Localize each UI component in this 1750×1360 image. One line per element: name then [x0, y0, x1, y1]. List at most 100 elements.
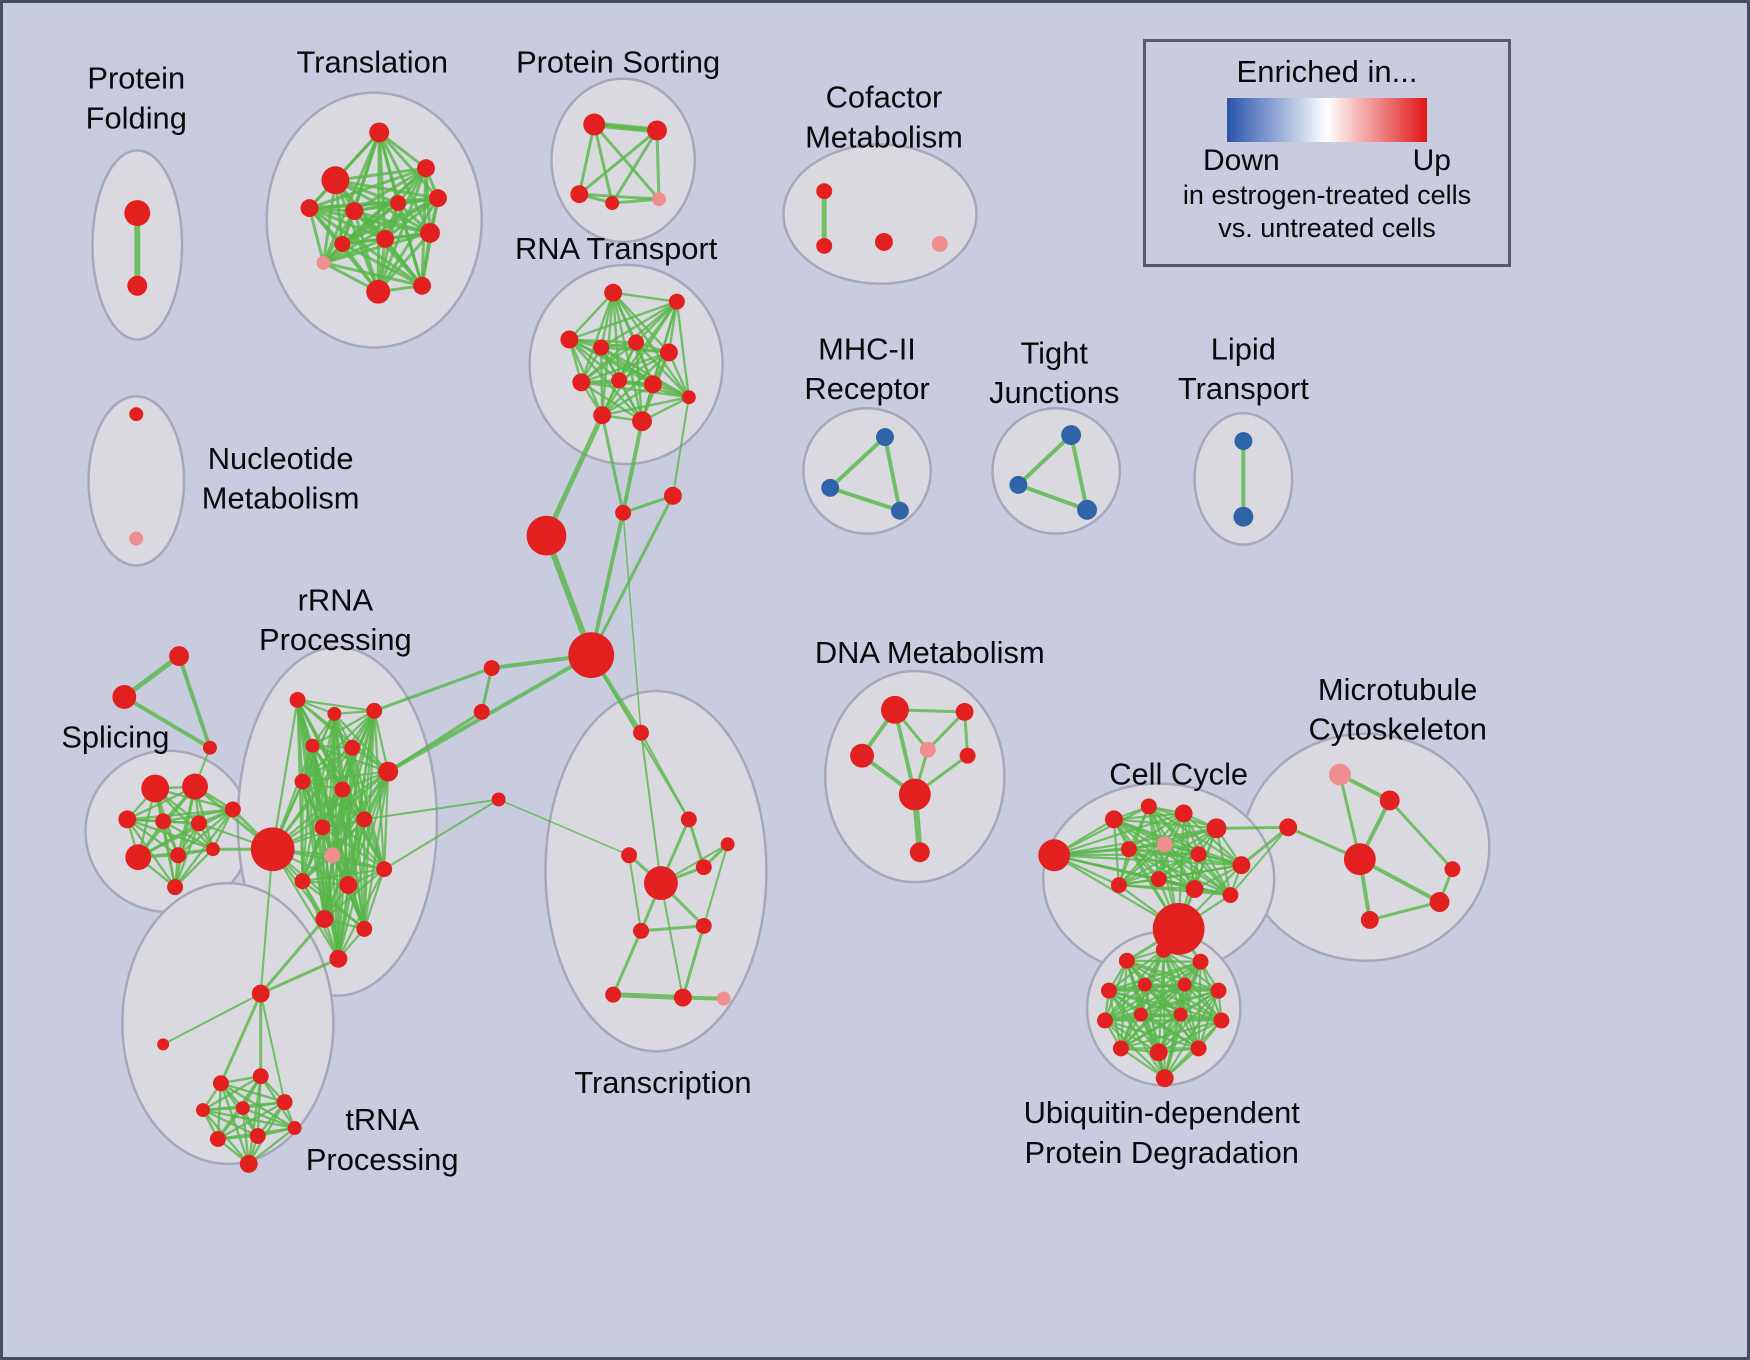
node-rt12	[681, 390, 696, 405]
node-cc9	[1232, 856, 1251, 875]
node-tx11	[716, 991, 731, 1006]
edge-tx9-tx10	[610, 992, 686, 1001]
cluster-label-transcription: Transcription	[574, 1065, 751, 1100]
edge-ub3-ub5	[1143, 960, 1202, 986]
node-rr13	[294, 873, 311, 890]
node-rr7	[294, 773, 311, 790]
edge-rt11-na	[621, 419, 645, 515]
node-t12	[316, 255, 331, 270]
edge-rr8-rr17	[341, 788, 366, 930]
node-ub8	[1097, 1012, 1113, 1029]
node-tn4	[235, 1101, 250, 1116]
edge-tn0-rr16	[259, 917, 326, 996]
legend-end-labels: Down Up	[1203, 144, 1451, 178]
node-cc3	[1140, 798, 1157, 815]
node-rr17	[356, 920, 373, 937]
edge-sp4-sp6	[161, 808, 235, 823]
node-ub10	[1173, 1007, 1188, 1022]
cluster-tight-junctions	[991, 406, 1122, 535]
cluster-mhc-ii-receptor	[802, 406, 932, 535]
edge-rt1-rt11	[611, 291, 644, 423]
edge-ps1-ps5	[592, 122, 661, 201]
edge-cc13-mc3	[1229, 826, 1290, 897]
node-mc7	[1444, 861, 1461, 878]
node-cc5	[1206, 818, 1227, 839]
node-nd	[483, 660, 500, 677]
edge-rr3-rr6	[373, 709, 390, 773]
edge-sp6-sp10	[173, 808, 235, 889]
edge-cc9-cc11	[1157, 864, 1243, 881]
edge-mh1-mh3	[882, 435, 902, 513]
node-sp6	[224, 801, 241, 818]
node-tx5	[695, 859, 712, 876]
edge-cc9-mc3	[1239, 825, 1290, 867]
node-ub3	[1192, 953, 1209, 970]
node-cf4	[931, 235, 948, 252]
node-t6	[390, 195, 407, 212]
edge-rr15-rr17	[363, 868, 386, 930]
edge-tn5-tn6	[216, 1100, 286, 1141]
node-nb	[663, 486, 682, 505]
node-t11	[366, 279, 391, 304]
node-lt1	[1234, 432, 1253, 451]
node-tn9	[239, 1154, 258, 1173]
node-tn0	[251, 984, 270, 1003]
edge-ps4-ps5	[610, 197, 661, 205]
edge-tx4-tx10	[659, 882, 684, 999]
edge-ub6-ub11	[1183, 983, 1223, 1022]
node-rt10	[593, 406, 612, 425]
node-sp1	[141, 774, 170, 803]
node-dm7	[909, 842, 930, 863]
edge-cc4-cc6	[1127, 812, 1185, 851]
node-t7	[428, 189, 447, 208]
edge-ub11-ub13	[1157, 1019, 1223, 1054]
node-dm6	[898, 778, 931, 811]
node-rr18	[329, 949, 348, 968]
edge-mc5-mc6	[1368, 900, 1441, 922]
node-rt3	[560, 330, 579, 349]
edge-ps2-ps5	[655, 128, 661, 201]
node-nf	[491, 792, 506, 807]
edge-ps1-ps4	[592, 122, 614, 205]
edge-rt5-rt7	[580, 341, 638, 384]
edge-cc7-cc10	[1117, 843, 1166, 887]
node-mh1	[875, 428, 894, 447]
edge-t3-t4	[308, 166, 428, 210]
cluster-trna-processing	[121, 881, 335, 1166]
edge-rr14-rr18	[337, 883, 350, 960]
node-tx8	[695, 917, 712, 934]
edge-ex1-ex3	[177, 654, 212, 750]
node-cf3	[875, 232, 893, 251]
edge-rr5-rr15	[351, 746, 386, 871]
legend-subtitle-line1: in estrogen-treated cells	[1182, 180, 1472, 210]
node-sp2	[182, 773, 208, 800]
node-tn7	[249, 1128, 266, 1144]
node-rt1	[604, 283, 623, 302]
edge-rr11-rr15	[363, 818, 386, 871]
edge-rt1-rt12	[611, 291, 691, 399]
legend-subtitle-line2: vs. untreated cells	[1218, 213, 1436, 243]
node-t5	[345, 202, 364, 221]
edge-rt2-rt12	[675, 300, 691, 399]
cluster-label-protein-sorting: Protein Sorting	[516, 45, 720, 80]
node-rr9	[250, 827, 295, 872]
legend-down-label: Down	[1203, 144, 1280, 177]
edge-cc4-cc10	[1117, 812, 1185, 887]
node-tn5	[276, 1094, 293, 1111]
edge-rr13-rr15	[301, 868, 386, 883]
edge-cc2-cc9	[1112, 818, 1243, 867]
edge-tn0-rr18	[259, 957, 340, 996]
edge-rr7-rr18	[301, 780, 340, 960]
edge-rr1-rr9	[271, 698, 299, 851]
cluster-label-translation: Translation	[296, 45, 448, 80]
node-ps4	[605, 196, 620, 211]
node-cc12	[1185, 880, 1204, 899]
node-rt8	[611, 372, 628, 389]
node-ub9	[1133, 1007, 1148, 1022]
node-dm3	[850, 743, 875, 768]
node-rt6	[659, 343, 678, 362]
edge-t7-t12	[321, 196, 440, 265]
node-sp5	[191, 815, 207, 832]
